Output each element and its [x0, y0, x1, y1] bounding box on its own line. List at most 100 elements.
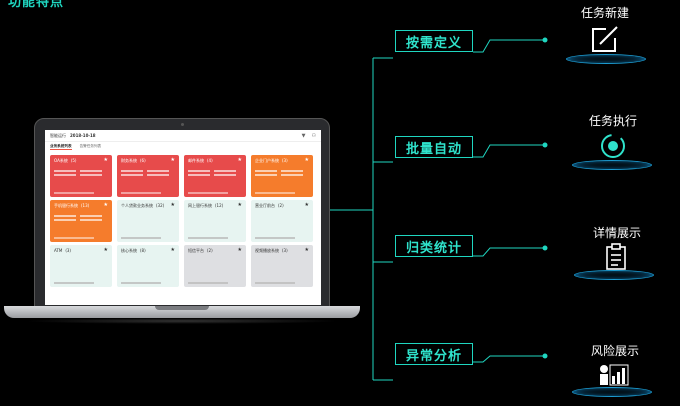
system-card[interactable]: 企业门户系统(3) ★ — [251, 155, 313, 197]
alert-line-placeholder — [255, 170, 277, 172]
laptop-shadow — [24, 318, 340, 324]
system-card-count: (12) — [215, 203, 224, 208]
system-card-count: (4) — [207, 158, 213, 163]
system-card[interactable]: 视频播放系统(3)★ — [251, 245, 313, 287]
glow-ring — [572, 387, 652, 397]
system-card-title: 网上银行系统 — [188, 203, 212, 208]
card-footer-placeholder — [121, 282, 161, 284]
alert-line-placeholder — [54, 170, 76, 172]
favorite-star-icon[interactable]: ★ — [103, 157, 108, 163]
system-card-count: (2) — [207, 248, 213, 253]
system-card[interactable]: 核心系统(8) ★ — [117, 245, 179, 287]
system-card[interactable]: 短信平台(2) ★ — [184, 245, 246, 287]
filter-icon[interactable]: ▼ — [301, 132, 306, 139]
date-selector[interactable]: 2018-10-18 — [70, 133, 96, 138]
alert-line-placeholder — [80, 219, 102, 221]
system-card[interactable]: OA系统(5) ★ — [50, 155, 112, 197]
system-card[interactable]: 邮件系统(4) ★ — [184, 155, 246, 197]
edit-icon — [585, 26, 625, 54]
favorite-star-icon[interactable]: ★ — [237, 202, 242, 208]
card-footer-placeholder — [255, 282, 295, 284]
feature-label-risk: 风险展示 — [590, 344, 639, 358]
card-alert-rows — [188, 170, 242, 176]
system-card-count: (3) — [282, 158, 288, 163]
system-card[interactable]: 财务系统(6)★ — [117, 155, 179, 197]
glow-ring — [572, 160, 652, 170]
category-classify-stats: 归类统计 — [395, 235, 473, 257]
category-on-demand: 按需定义 — [395, 30, 473, 52]
system-card-count: (8) — [140, 248, 146, 253]
system-card-title: 手机银行系统 — [54, 203, 78, 208]
system-card-count: (5) — [70, 158, 77, 163]
system-card[interactable]: 营业厅前台(2) ★ — [251, 200, 313, 242]
laptop-notch — [155, 306, 209, 310]
alert-line-placeholder — [255, 174, 277, 176]
feature-label-new-task: 任务新建 — [580, 6, 629, 20]
favorite-star-icon[interactable]: ★ — [170, 247, 175, 253]
favorite-star-icon[interactable]: ★ — [304, 247, 309, 253]
favorite-star-icon[interactable]: ★ — [237, 247, 242, 253]
app-screen: 智能运行 2018-10-18 ▼ ⚇ 业务系统列表 告警任务列表 OA系统(5… — [45, 130, 321, 305]
user-icon[interactable]: ⚇ — [311, 132, 316, 139]
system-card[interactable]: ATM(3)★ — [50, 245, 112, 287]
alert-line-placeholder — [80, 174, 102, 176]
card-footer-placeholder — [255, 192, 295, 194]
card-alert-rows — [255, 170, 309, 176]
alert-line-placeholder — [121, 174, 143, 176]
alert-line-placeholder — [214, 170, 236, 172]
tab-system-list[interactable]: 业务系统列表 — [50, 143, 72, 150]
alert-line-placeholder — [281, 174, 303, 176]
system-card-title: 企业门户系统 — [255, 158, 279, 163]
system-card-grid: OA系统(5)★财务系统(6)★邮件系统(4)★企业门户系统(3)★手机银行系统… — [50, 155, 316, 287]
alert-line-placeholder — [188, 174, 210, 176]
system-card-title: 视频播放系统 — [255, 248, 279, 253]
favorite-star-icon[interactable]: ★ — [103, 247, 108, 253]
feature-label-detail: 详情展示 — [592, 226, 641, 240]
system-card-count: (13) — [81, 203, 90, 208]
alert-line-placeholder — [121, 170, 143, 172]
category-batch-auto: 批量自动 — [395, 136, 473, 158]
system-card-title: 邮件系统 — [188, 158, 204, 163]
alert-line-placeholder — [188, 170, 210, 172]
app-header: 智能运行 2018-10-18 ▼ ⚇ — [45, 130, 321, 142]
card-footer-placeholder — [188, 192, 228, 194]
alert-line-placeholder — [54, 174, 76, 176]
system-card-title: 营业厅前台 — [255, 203, 275, 208]
tab-bar: 业务系统列表 告警任务列表 — [45, 142, 321, 151]
alert-line-placeholder — [80, 215, 102, 217]
alert-line-placeholder — [281, 170, 303, 172]
alert-line-placeholder — [147, 170, 169, 172]
favorite-star-icon[interactable]: ★ — [170, 202, 175, 208]
system-card-title: 短信平台 — [188, 248, 204, 253]
favorite-star-icon[interactable]: ★ — [304, 157, 309, 163]
card-alert-rows — [54, 170, 108, 176]
favorite-star-icon[interactable]: ★ — [103, 202, 108, 208]
app-title: 智能运行 — [50, 132, 66, 138]
favorite-star-icon[interactable]: ★ — [237, 157, 242, 163]
card-footer-placeholder — [255, 237, 295, 239]
power-icon — [593, 132, 633, 160]
system-card[interactable]: 个人贷款业务系统(32)★ — [117, 200, 179, 242]
card-footer-placeholder — [54, 237, 94, 239]
glow-ring — [566, 54, 646, 64]
card-footer-placeholder — [54, 282, 94, 284]
risk-chart-icon — [594, 360, 634, 388]
alert-line-placeholder — [147, 174, 169, 176]
alert-line-placeholder — [214, 174, 236, 176]
tab-alert-list[interactable]: 告警任务列表 — [79, 144, 102, 148]
system-card[interactable]: 手机银行系统(13) ★ — [50, 200, 112, 242]
system-card-count: (6) — [140, 158, 146, 163]
system-card-count: (2) — [278, 203, 284, 208]
card-alert-rows — [121, 170, 175, 176]
alert-line-placeholder — [54, 215, 76, 217]
system-card-title: 核心系统 — [121, 248, 137, 253]
system-card[interactable]: 网上银行系统(12) ★ — [184, 200, 246, 242]
system-card-title: OA系统 — [54, 158, 68, 163]
clipboard-icon — [596, 243, 636, 271]
favorite-star-icon[interactable]: ★ — [170, 157, 175, 163]
favorite-star-icon[interactable]: ★ — [304, 202, 309, 208]
alert-line-placeholder — [54, 219, 76, 221]
camera-dot — [181, 123, 184, 126]
section-title-fragment: 功能特点 — [8, 0, 65, 10]
system-card-title: ATM — [54, 248, 63, 253]
